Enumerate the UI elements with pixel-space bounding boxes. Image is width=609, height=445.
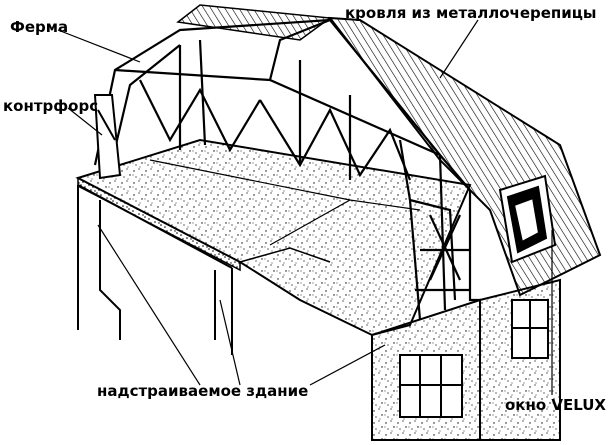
- label-truss: Ферма: [10, 18, 69, 36]
- leader-buttress: [67, 107, 103, 136]
- lower-window-right: [511, 299, 549, 359]
- label-velux-window: окно VELUX: [505, 396, 607, 414]
- trusses: [93, 18, 480, 321]
- leader-building-2: [219, 299, 241, 386]
- floor-slab: [75, 138, 472, 337]
- buttress: [93, 94, 122, 180]
- lower-wall: [371, 278, 561, 441]
- label-building: надстраиваемое здание: [97, 382, 309, 400]
- leader-roof: [439, 19, 479, 79]
- leader-lines: [57, 19, 553, 395]
- velux-window: [498, 174, 557, 264]
- label-roofing: кровля из металлочерепицы: [345, 4, 597, 22]
- label-buttress: контрфорс: [3, 97, 99, 115]
- lower-window-left: [399, 354, 463, 418]
- leader-building-3: [309, 344, 386, 386]
- leader-truss: [57, 29, 141, 63]
- leader-building-1: [97, 224, 201, 386]
